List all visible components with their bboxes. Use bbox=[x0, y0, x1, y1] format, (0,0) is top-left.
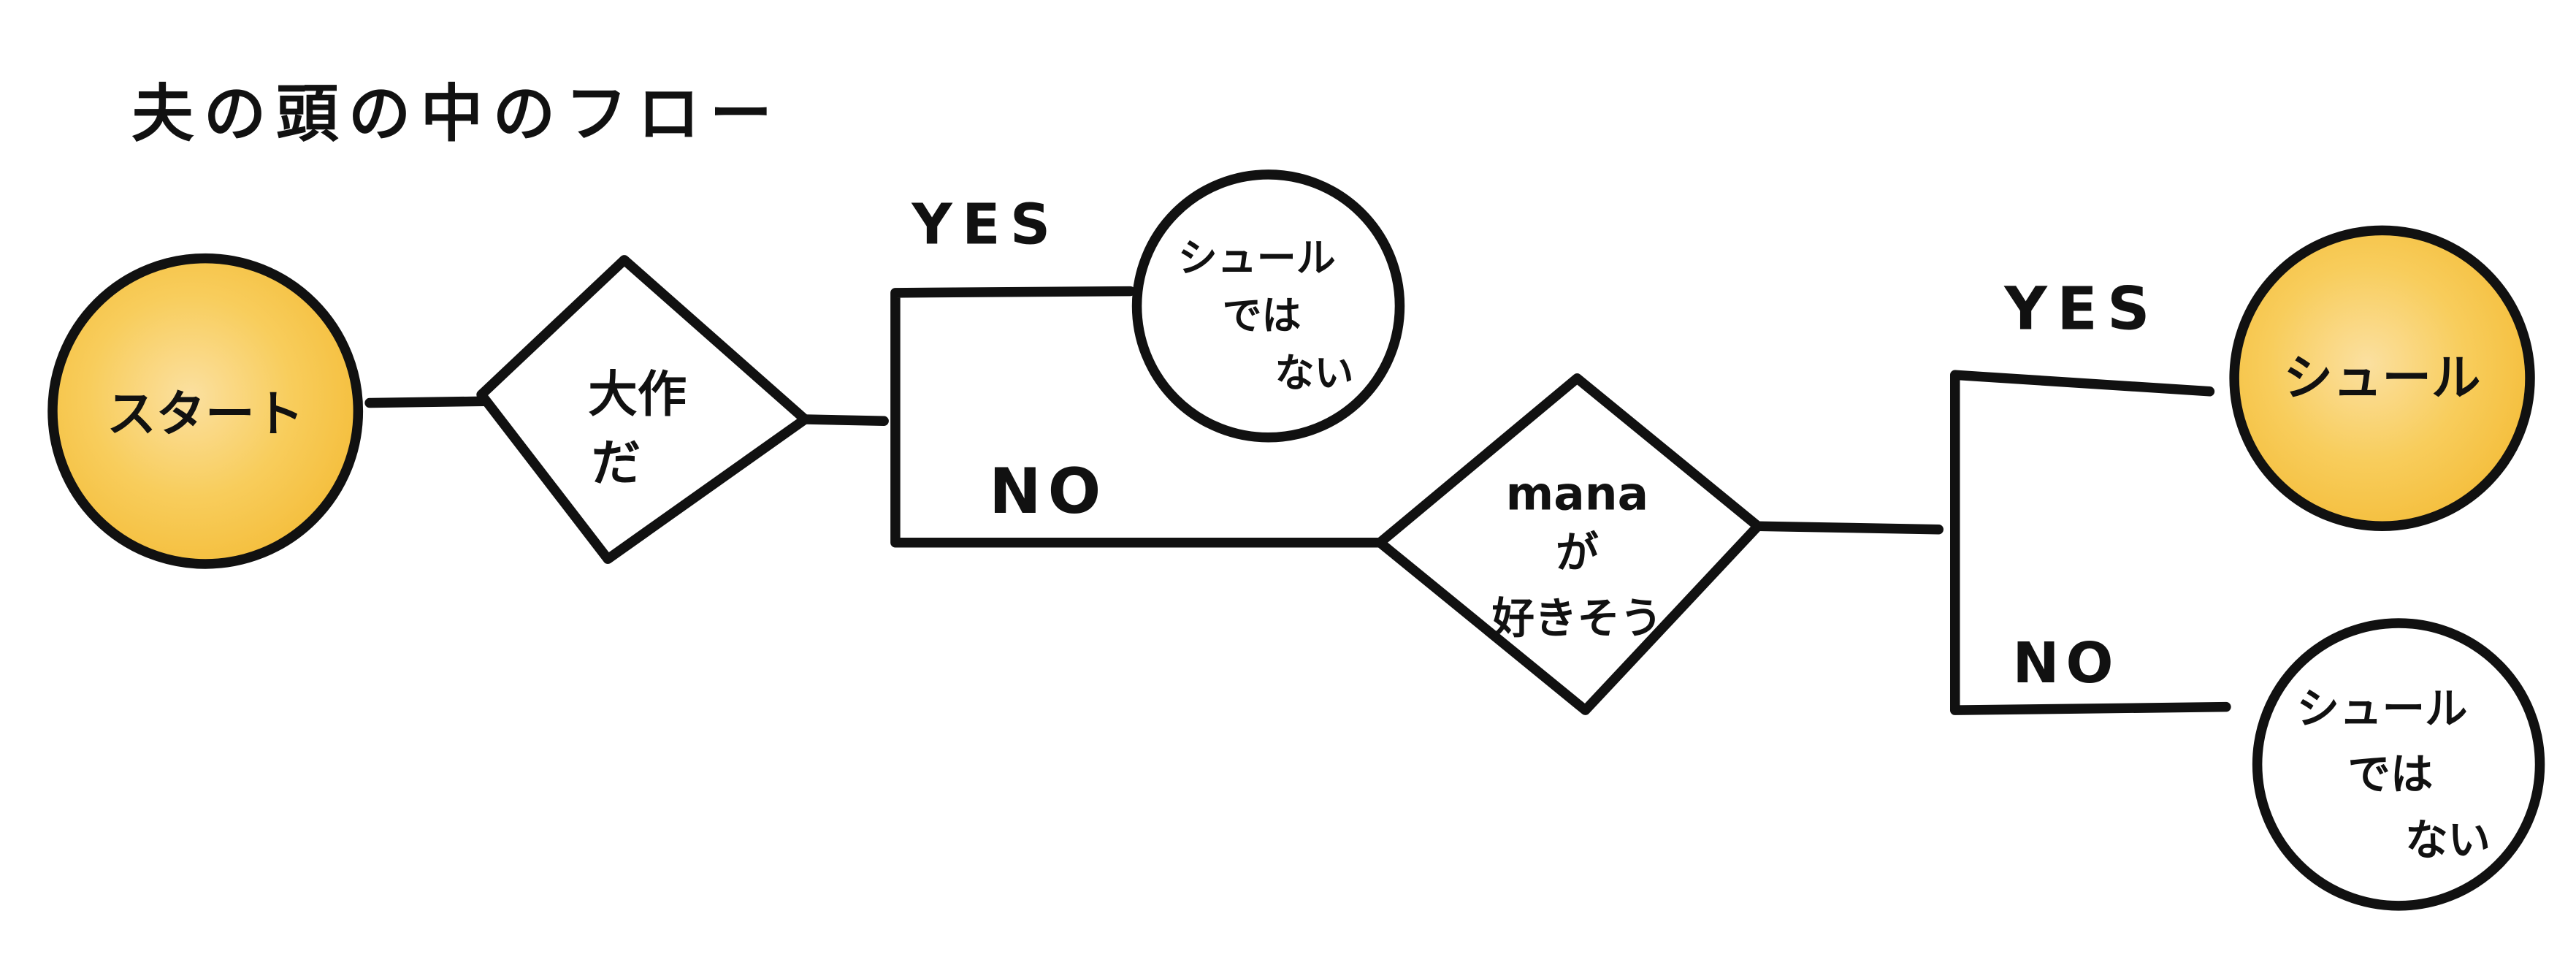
result3-line2: では bbox=[2347, 750, 2433, 799]
d1-no-label: NO bbox=[989, 456, 1107, 528]
result-node-3: シュール では ない bbox=[2252, 618, 2545, 911]
result1-line1: シュール bbox=[1178, 235, 1336, 281]
result-node-2: シュール bbox=[2229, 225, 2535, 531]
result3-line3: ない bbox=[2405, 815, 2491, 865]
result2-label: シュール bbox=[2284, 348, 2481, 406]
d2-no-label: NO bbox=[2012, 631, 2120, 696]
connector-d1-branch bbox=[800, 286, 1386, 548]
decision-node-2: mana が 好きそう bbox=[1375, 373, 1763, 715]
decision2-line1: mana bbox=[1506, 468, 1648, 521]
decision2-line3: 好きそう bbox=[1491, 593, 1662, 643]
connector-start-d1 bbox=[364, 396, 490, 408]
decision1-line2: だ bbox=[592, 434, 641, 492]
page-title: 夫の頭の中のフロー bbox=[131, 78, 782, 150]
connector-d2-branch bbox=[1753, 370, 2231, 715]
result1-line3: ない bbox=[1275, 350, 1354, 396]
result-node-1: シュール では ない bbox=[1131, 169, 1405, 443]
result1-line2: では bbox=[1223, 292, 1302, 338]
start-label: スタート bbox=[107, 385, 304, 443]
result3-line1: シュール bbox=[2297, 684, 2468, 733]
decision2-line2: が bbox=[1556, 527, 1599, 577]
d2-yes-label: YES bbox=[2003, 275, 2160, 343]
decision-node-1: 大作 だ bbox=[476, 255, 810, 564]
start-node: スタート bbox=[47, 253, 364, 569]
d1-yes-label: YES bbox=[911, 192, 1060, 257]
decision1-line1: 大作 bbox=[588, 365, 687, 423]
